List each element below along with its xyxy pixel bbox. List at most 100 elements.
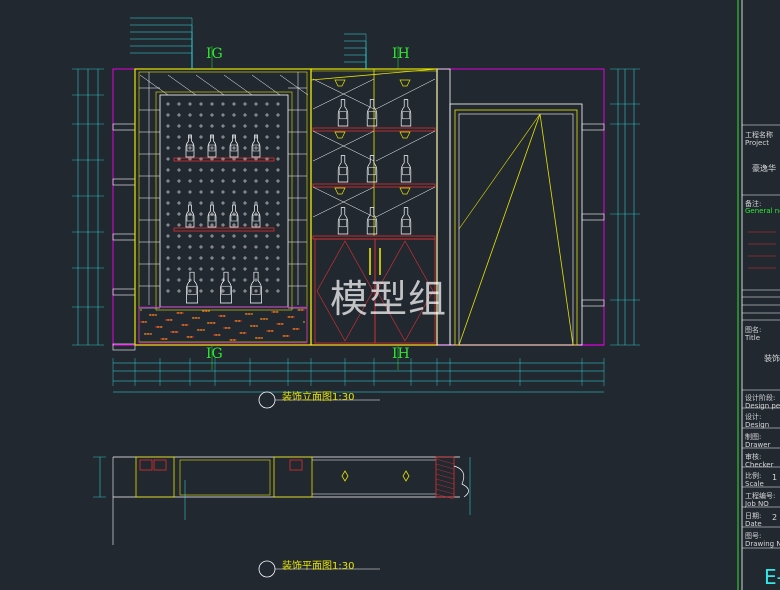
panel-cross-mark <box>265 113 269 117</box>
gravel-dot <box>202 329 204 331</box>
wine-bottle-floor-2 <box>250 271 262 304</box>
panel-cross-mark <box>199 124 203 128</box>
panel-cross-mark <box>166 278 170 282</box>
panel-cross-mark <box>243 113 247 117</box>
door-diamond-right <box>376 240 434 342</box>
panel-cross-mark <box>276 201 280 205</box>
plan-hatch-line-6 <box>435 488 455 495</box>
gravel-dot <box>293 328 295 330</box>
gravel-dot <box>303 309 305 311</box>
gravel-dot <box>231 339 233 341</box>
door-swing-mark <box>458 113 574 346</box>
gravel-dot <box>211 322 213 324</box>
downlight-2 <box>334 131 346 139</box>
panel-cross-mark <box>210 245 214 249</box>
panel-cross-mark <box>177 124 181 128</box>
gravel-dot <box>170 319 172 321</box>
cabinet-bottle-4 <box>366 155 378 183</box>
gravel-dot <box>229 327 231 329</box>
gravel-dot <box>182 324 184 326</box>
tb-design-cn: 设计: <box>745 413 762 421</box>
downlight-4 <box>334 187 346 195</box>
plan-section-marker <box>258 560 276 578</box>
gravel-dot <box>287 335 289 337</box>
gravel-dot <box>173 331 175 333</box>
panel-cross-mark <box>265 168 269 172</box>
gravel-dot <box>268 330 270 332</box>
panel-cross-mark <box>188 146 192 150</box>
panel-cross-mark <box>265 267 269 271</box>
panel-cross-mark <box>210 102 214 106</box>
panel-cross-mark <box>232 245 236 249</box>
cabinet-bottle-3 <box>337 155 349 183</box>
panel-cross-mark <box>166 168 170 172</box>
panel-cross-mark <box>199 223 203 227</box>
wine-bottle-row1-1 <box>207 134 217 158</box>
gravel-dot <box>180 312 182 314</box>
right-wall-panel-joint-1 <box>581 213 605 221</box>
gravel-dot <box>166 319 168 321</box>
gravel-dot <box>264 318 266 320</box>
gravel-dot <box>218 334 220 336</box>
downlight-5 <box>399 187 411 195</box>
plan-hatch-line-2 <box>435 468 455 475</box>
panel-cross-mark <box>210 201 214 205</box>
panel-cross-mark <box>188 124 192 128</box>
panel-cross-mark <box>232 278 236 282</box>
gravel-dot <box>288 335 290 337</box>
gravel-dot <box>166 338 168 340</box>
gravel-dot <box>170 331 172 333</box>
tb-title-en: Title <box>745 334 761 342</box>
gravel-dot <box>282 323 284 325</box>
gravel-dot <box>272 330 274 332</box>
gravel-dot <box>167 319 169 321</box>
panel-cross-mark <box>232 190 236 194</box>
gravel-dot <box>257 337 259 339</box>
panel-cross-mark <box>177 278 181 282</box>
title-block-frame <box>737 0 780 590</box>
gravel-dot <box>276 311 278 313</box>
downlight-1 <box>399 79 411 87</box>
gravel-dot <box>235 339 237 341</box>
panel-cross-mark <box>265 212 269 216</box>
panel-cross-mark <box>188 179 192 183</box>
panel-cross-mark <box>177 256 181 260</box>
panel-cross-mark <box>243 179 247 183</box>
gravel-dot <box>267 330 269 332</box>
gravel-dot <box>251 313 253 315</box>
gravel-dot <box>224 315 226 317</box>
gravel-dot <box>220 315 222 317</box>
gravel-dot <box>254 325 256 327</box>
gravel-dot <box>243 332 245 334</box>
panel-cross-mark <box>254 278 258 282</box>
gravel-dot <box>230 339 232 341</box>
gravel-dot <box>221 315 223 317</box>
panel-cross-mark <box>265 124 269 128</box>
panel-cross-mark <box>199 267 203 271</box>
tb-jobno-cn: 工程编号: <box>745 492 776 500</box>
panel-cross-mark <box>210 234 214 238</box>
gravel-dot <box>181 324 183 326</box>
gravel-dot <box>240 320 242 322</box>
tb-checker-en: Checker <box>745 461 774 469</box>
grid-label-ih-top: IH <box>392 46 410 62</box>
panel-cross-mark <box>221 212 225 216</box>
gravel-dot <box>184 324 186 326</box>
tb-phase-cn: 设计阶段: <box>745 394 776 402</box>
gravel-dot <box>186 324 188 326</box>
top-brace-3 <box>223 74 253 96</box>
tb-project-cn: 工程名称 <box>745 131 773 139</box>
top-brace-5 <box>279 74 309 96</box>
display-shelf-1 <box>173 157 275 162</box>
panel-cross-mark <box>265 146 269 150</box>
panel-cross-mark <box>166 201 170 205</box>
gravel-dot <box>154 314 156 316</box>
gravel-dot <box>236 320 238 322</box>
gravel-dot <box>292 328 294 330</box>
gravel-dot <box>219 334 221 336</box>
gravel-dot <box>261 337 263 339</box>
gravel-dot <box>253 325 255 327</box>
gravel-dot <box>296 328 298 330</box>
tb-notes-cn: 备注: <box>745 200 762 208</box>
gravel-dot <box>299 309 301 311</box>
